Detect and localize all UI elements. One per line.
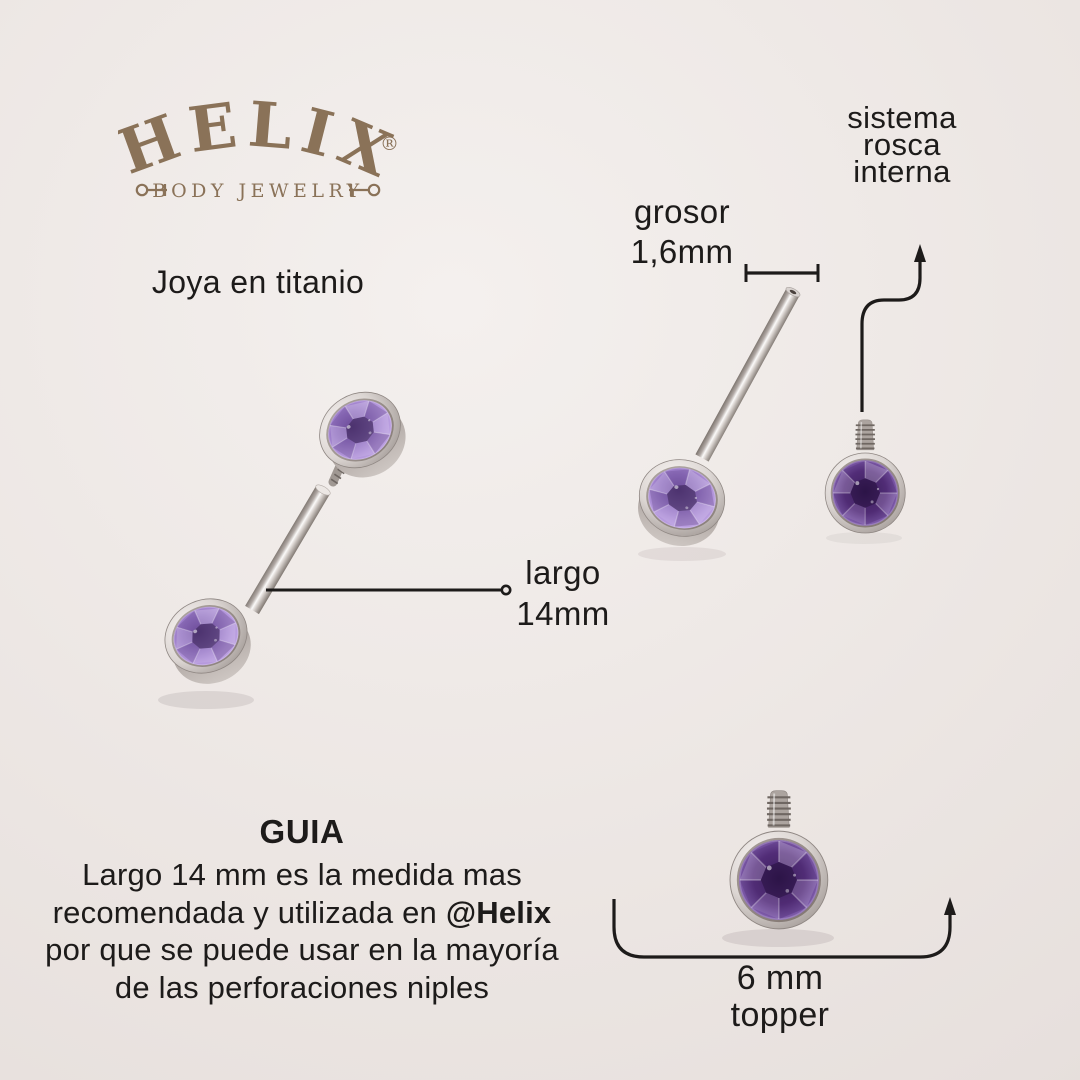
- guide-line-2: recomendada y utilizada en @Helix: [27, 894, 577, 932]
- guide-line-3: por que se puede usar en la mayoría: [45, 932, 559, 967]
- guide-section: GUIA Largo 14 mm es la medida mas recome…: [27, 813, 577, 1006]
- thread-system-line1: sistema: [847, 100, 957, 135]
- thread-system-line3: interna: [853, 154, 951, 189]
- thickness-label-value: 1,6mm: [630, 233, 734, 270]
- thread-system-label: sistema rosca interna: [817, 100, 987, 189]
- length-label-word: largo: [525, 554, 601, 591]
- thread-system-line2: rosca: [863, 127, 941, 162]
- thickness-label-word: grosor: [634, 193, 730, 230]
- thickness-measure-line: [744, 264, 820, 282]
- topper-large-image: [722, 791, 834, 947]
- material-label: Joya en titanio: [151, 264, 365, 300]
- barbell-left-icon: [135, 183, 167, 197]
- length-label: largo 14mm: [485, 552, 641, 634]
- topper-size-bracket: [612, 897, 956, 959]
- brand-tagline: BODY JEWELRY: [152, 180, 363, 202]
- thickness-label: grosor 1,6mm: [582, 192, 782, 272]
- registered-mark: ®: [380, 133, 399, 155]
- guide-brand-mention: @Helix: [445, 894, 552, 930]
- length-label-value: 14mm: [516, 595, 610, 632]
- brand-logo: HELIX ® BODY JEWELRY: [109, 87, 403, 214]
- barbell-right-icon: [349, 183, 381, 197]
- topper-size-label: 6 mm topper: [690, 960, 870, 1034]
- thread-arrow: [860, 244, 926, 412]
- guide-title: GUIA: [259, 813, 345, 850]
- guide-line-1: Largo 14 mm es la medida mas: [82, 857, 522, 892]
- barbell-disassembled-image: [638, 286, 801, 561]
- topper-small-image: [825, 420, 905, 544]
- length-pointer-line: [266, 584, 512, 596]
- barbell-assembled-image: [158, 377, 406, 709]
- topper-size-word: topper: [730, 996, 830, 1034]
- guide-line-2-text: recomendada y utilizada en: [52, 894, 446, 930]
- guide-line-4: de las perforaciones niples: [114, 969, 490, 1005]
- topper-size-value: 6 mm: [736, 959, 824, 997]
